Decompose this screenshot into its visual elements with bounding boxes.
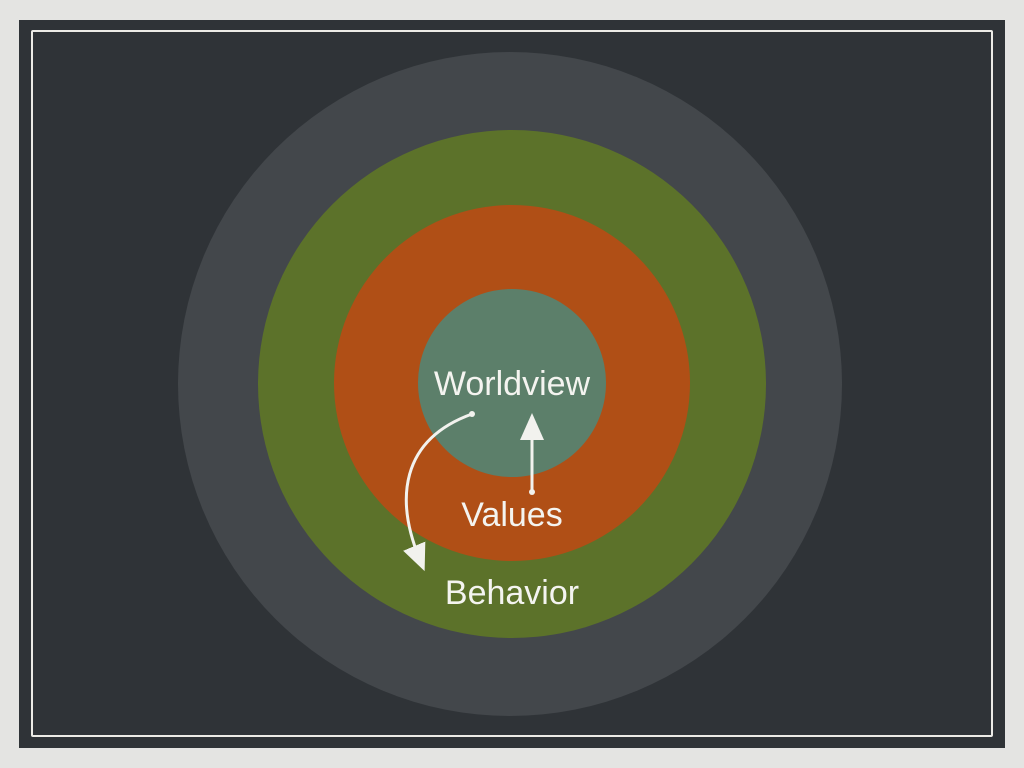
worldview-label: Worldview [433, 365, 591, 403]
values-label: Values [461, 496, 563, 534]
behavior-label: Behavior [444, 574, 580, 612]
worldview-core [418, 289, 606, 477]
arrow-start-dot [469, 411, 475, 417]
worldview-to-behavior-arrow [403, 412, 473, 572]
arrow-start-dot [529, 489, 535, 495]
slide-border [31, 30, 993, 737]
